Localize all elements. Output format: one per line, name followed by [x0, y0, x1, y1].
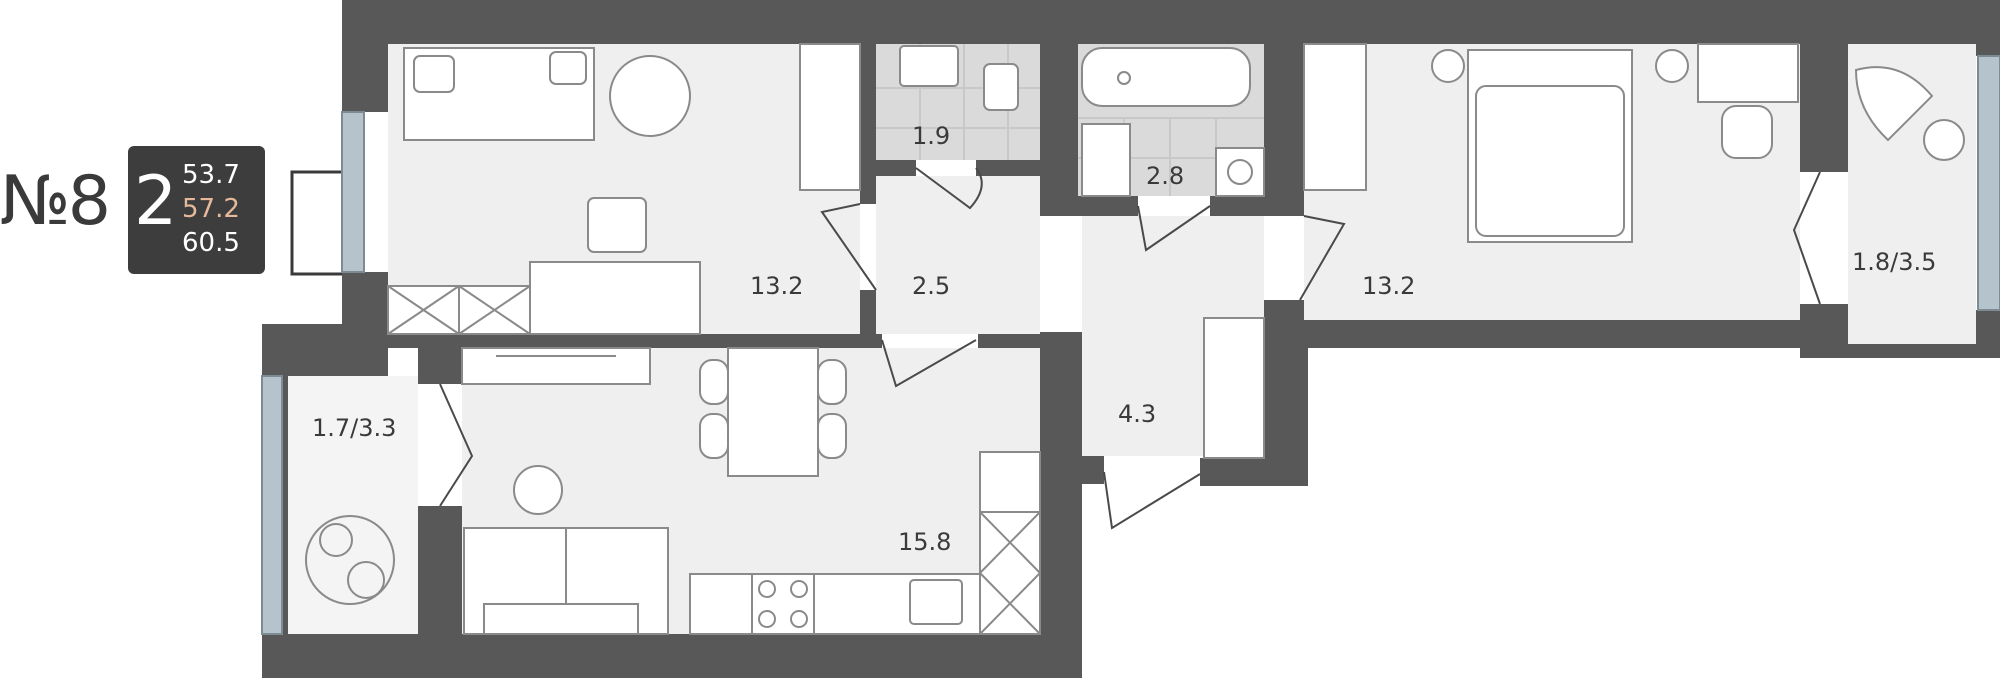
bedroom-desk-icon: [1697, 43, 1799, 103]
desk-icon: [529, 261, 701, 335]
lounge-chair-icon: [1854, 66, 1934, 142]
doors: [439, 167, 1821, 530]
tv-unit-icon: [461, 347, 651, 385]
bath-sink-icon: [1081, 123, 1131, 197]
room-count: 2: [134, 162, 178, 241]
area-total-2: 57.2: [182, 194, 240, 224]
room-area-kitchen: 15.8: [898, 528, 951, 556]
sink-icon: [899, 45, 959, 87]
room-area-wc: 1.9: [912, 122, 950, 150]
bathtub-icon: [1081, 47, 1251, 107]
area-total-1: 53.7: [182, 160, 240, 190]
chair-icon: [1721, 105, 1773, 159]
round-table-icon: [609, 55, 691, 137]
fridge-icon: [979, 451, 1041, 513]
area-values: 53.7 57.2 60.5: [182, 158, 240, 260]
toilet-icon: [983, 63, 1019, 111]
room-area-bathroom: 2.8: [1146, 162, 1184, 190]
room-area-bedroom: 13.2: [1362, 272, 1415, 300]
windows: [261, 55, 2000, 635]
room-area-living: 13.2: [750, 272, 803, 300]
plant-icon: [305, 515, 395, 605]
apartment-badge: 2 53.7 57.2 60.5: [128, 146, 265, 274]
furniture: [305, 43, 1965, 635]
room-area-balcony-right: 1.8/3.5: [1852, 248, 1936, 276]
area-total-3: 60.5: [182, 228, 240, 258]
room-area-balcony-left: 1.7/3.3: [312, 414, 396, 442]
unit-number: №8: [0, 162, 111, 241]
armchair-icon: [587, 197, 647, 253]
walls: [262, 0, 2000, 678]
room-area-hall: 4.3: [1118, 400, 1156, 428]
pouf-icon: [513, 465, 563, 515]
kitchen-sink-icon: [909, 579, 963, 625]
wardrobe-bedroom-icon: [1303, 43, 1367, 191]
entrance-frame: [290, 170, 346, 276]
room-labels: 13.2 2.5 1.9 2.8 13.2 1.8/3.5 4.3 15.8 1…: [312, 122, 1936, 556]
wardrobe-icon: [799, 43, 861, 191]
dining-table-icon: [727, 347, 819, 477]
tall-cabinet-icon: [979, 511, 1041, 635]
hall-wardrobe-icon: [1203, 317, 1265, 459]
room-area-corridor: 2.5: [912, 272, 950, 300]
